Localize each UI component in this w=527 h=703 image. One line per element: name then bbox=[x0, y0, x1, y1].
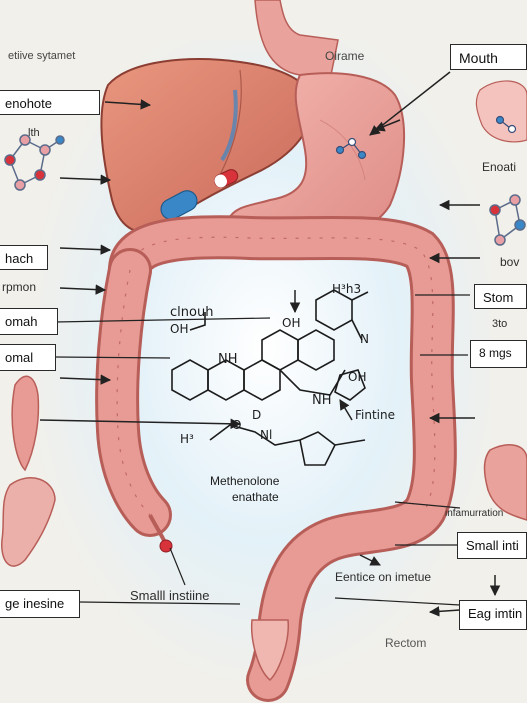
chem-h-left: H³ bbox=[180, 432, 194, 446]
liver bbox=[100, 58, 315, 233]
label-bov: bov bbox=[500, 255, 520, 269]
label-small-inti: Small inti bbox=[457, 532, 527, 559]
header-left-title: etiive sytamet bbox=[8, 50, 76, 62]
chem-fintine: Fintine bbox=[355, 408, 395, 422]
label-hach: hach bbox=[0, 245, 48, 270]
label-ge-inesine: ge inesine bbox=[0, 590, 80, 618]
chem-name-line1: Methenolone bbox=[210, 474, 280, 488]
label-small-instiine: Smalll instiine bbox=[130, 588, 210, 603]
label-omal: omal bbox=[0, 344, 56, 371]
chem-oh-3: OH bbox=[348, 370, 367, 384]
label-enoati: Enoati bbox=[482, 160, 517, 174]
label-omah: omah bbox=[0, 308, 58, 335]
label-stom: Stom bbox=[474, 284, 527, 309]
molecule-icon bbox=[4, 134, 65, 191]
header-center-title: Oirame bbox=[325, 49, 365, 63]
capsule-icon bbox=[160, 169, 239, 220]
chem-nl: Nl bbox=[260, 428, 273, 442]
rectum bbox=[250, 619, 289, 682]
chem-oh-small: OH bbox=[170, 322, 189, 336]
molecule-icon bbox=[489, 194, 526, 246]
label-eag-imtin: Eag imtin bbox=[459, 600, 527, 630]
chem-nh-2: NH bbox=[312, 393, 332, 408]
label-mouth: Mouth bbox=[450, 44, 527, 70]
label-infamurration: infamurration bbox=[445, 508, 504, 519]
chem-oh-2: OH bbox=[282, 316, 301, 330]
label-enohote: enohote bbox=[0, 90, 100, 115]
label-rectom: Rectom bbox=[385, 636, 427, 650]
chem-o: O bbox=[232, 418, 242, 432]
label-entice-on-imetue: Eentice on imetue bbox=[335, 570, 432, 584]
label-8-mgs: 8 mgs bbox=[470, 340, 527, 368]
chem-name-line2: enathate bbox=[232, 490, 279, 504]
label-3to: 3to bbox=[492, 318, 508, 330]
molecule-icon bbox=[335, 115, 517, 160]
chem-nh-1: NH bbox=[218, 352, 238, 367]
chem-hs: H³h3 bbox=[332, 282, 362, 296]
label-rpmon: rpmon bbox=[2, 280, 37, 294]
chem-d: D bbox=[252, 408, 262, 422]
label-lth: lth bbox=[28, 127, 40, 139]
chem-n-right: N bbox=[360, 332, 369, 346]
chemical-structure bbox=[171, 289, 369, 466]
left-organ bbox=[11, 375, 40, 472]
arrow-icon bbox=[39, 71, 501, 617]
chem-caption: clnouh bbox=[170, 305, 214, 320]
